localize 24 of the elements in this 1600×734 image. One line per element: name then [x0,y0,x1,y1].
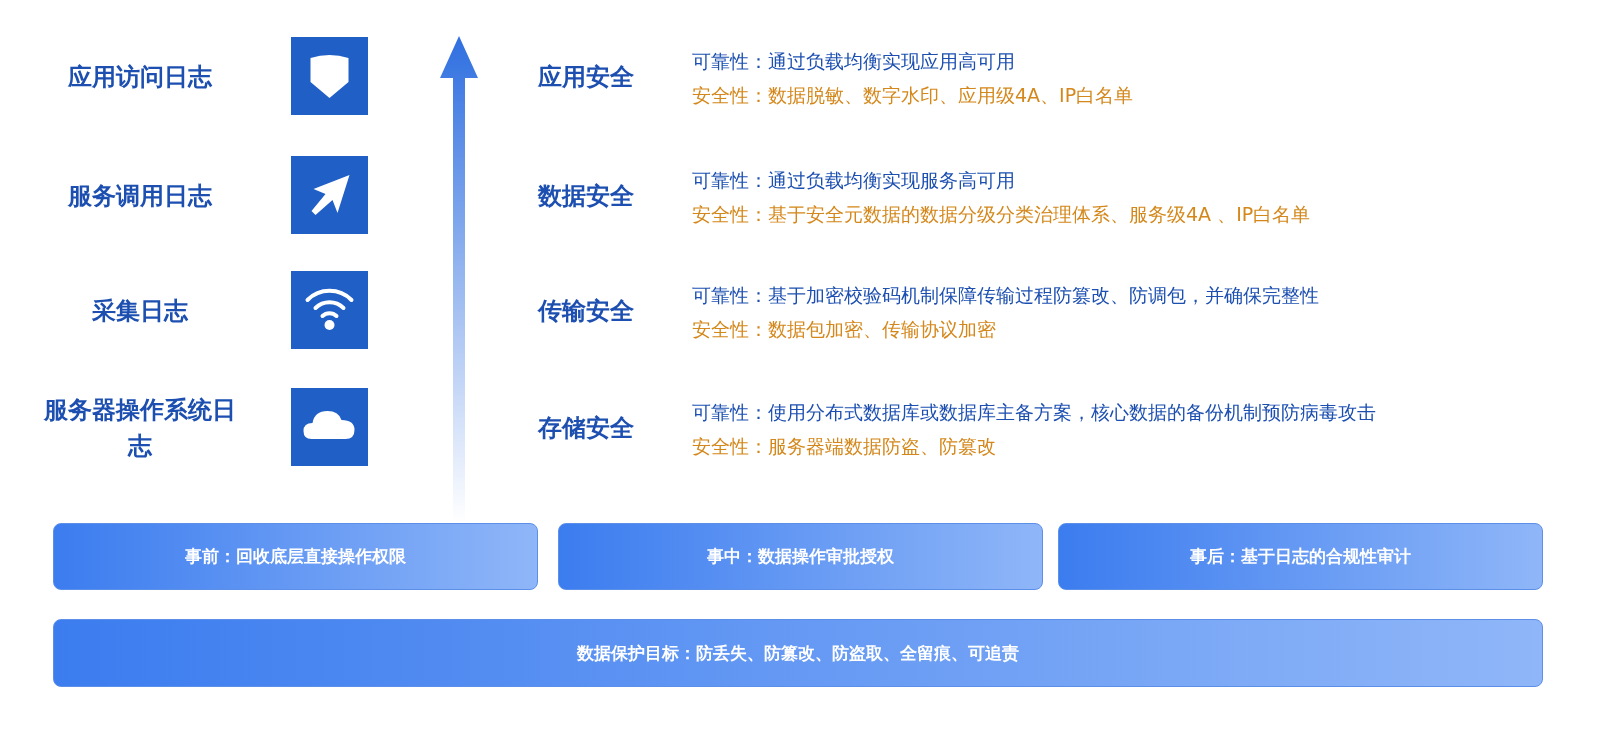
security-heading: 传输安全 [538,296,634,327]
security-heading: 数据安全 [538,181,634,212]
log-title: 应用访问日志 [67,62,213,93]
stage-text: 数据保护目标：防丢失、防篡改、防盗取、全留痕、可追责 [577,641,1019,665]
log-title: 服务器操作系统日志 [42,395,237,462]
security-heading: 存储安全 [538,413,634,444]
security-heading: 应用安全 [538,62,634,93]
reliability-text: 可靠性：使用分布式数据库或数据库主备方案，核心数据的备份机制预防病毒攻击 [692,400,1376,425]
stage-bar [558,523,1043,590]
stage-text: 事后：基于日志的合规性审计 [1190,545,1411,568]
security-text: 安全性：数据包加密、传输协议加密 [692,317,996,342]
log-title: 采集日志 [91,296,189,327]
security-text: 安全性：基于安全元数据的数据分级分类治理体系、服务级4A 、IP白名单 [692,202,1311,227]
stage-text: 事前：回收底层直接操作权限 [185,545,406,568]
reliability-text: 可靠性：通过负载均衡实现服务高可用 [692,168,1015,193]
reliability-text: 可靠性：基于加密校验码机制保障传输过程防篡改、防调包，并确保完整性 [692,283,1319,308]
stage-bar [53,523,538,590]
security-text: 安全性：数据脱敏、数字水印、应用级4A、IP白名单 [692,83,1134,108]
log-title: 服务调用日志 [66,181,213,212]
stage-text: 事中：数据操作审批授权 [707,545,894,568]
stage-bar [53,619,1543,687]
reliability-text: 可靠性：通过负载均衡实现应用高可用 [692,49,1015,74]
stage-bar [1058,523,1543,590]
security-text: 安全性：服务器端数据防盗、防篡改 [692,434,996,459]
